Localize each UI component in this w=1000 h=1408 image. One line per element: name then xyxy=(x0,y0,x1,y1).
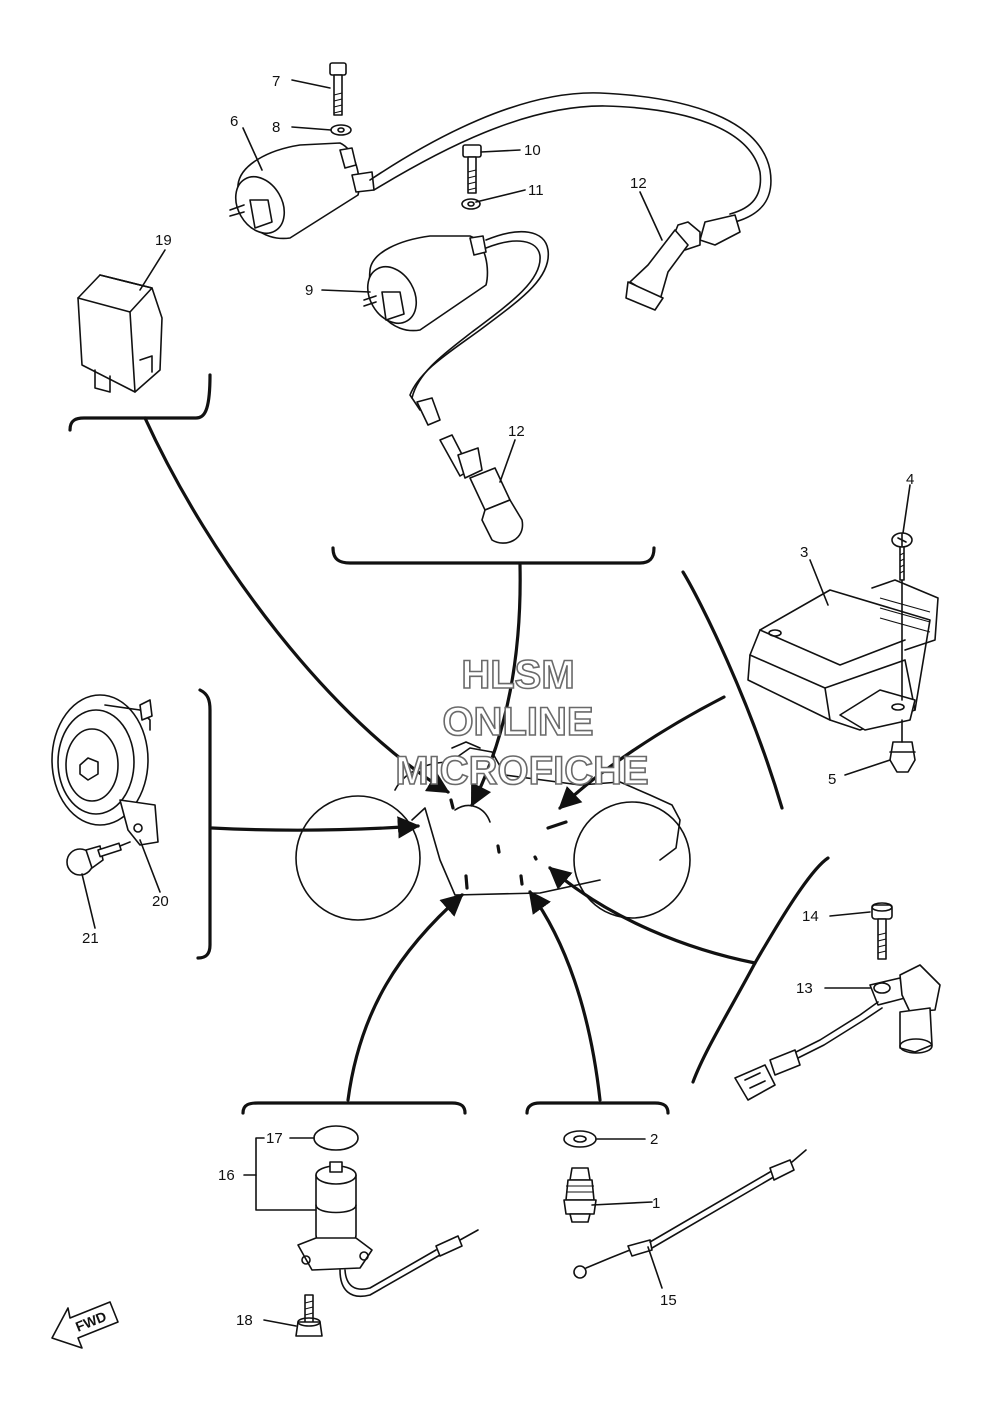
part-19-relay-unit[interactable] xyxy=(77,274,163,393)
part-2-gasket[interactable] xyxy=(563,1130,597,1148)
part-9-ignition-coil[interactable] xyxy=(358,230,550,426)
part-5-grommet[interactable] xyxy=(889,719,916,773)
callout-leaders xyxy=(81,79,911,1327)
callout-19: 19 xyxy=(155,232,172,249)
callout-18: 18 xyxy=(236,1312,253,1329)
part-21-bolt[interactable] xyxy=(66,841,131,876)
part-15-lead-wire[interactable] xyxy=(573,1149,807,1279)
callout-5: 5 xyxy=(828,771,836,788)
part-7-bolt[interactable] xyxy=(329,62,347,116)
callout-3: 3 xyxy=(800,544,808,561)
callout-10: 10 xyxy=(524,142,541,159)
callout-15: 15 xyxy=(660,1292,677,1309)
part-11-washer[interactable] xyxy=(461,198,481,210)
callout-11: 11 xyxy=(528,182,544,199)
callout-17: 17 xyxy=(266,1130,283,1147)
part-6-ignition-coil[interactable] xyxy=(226,92,772,242)
part-20-horn[interactable] xyxy=(51,694,159,846)
part-16-sensor-assy[interactable] xyxy=(297,1161,479,1297)
leader-lines xyxy=(143,416,757,1102)
part-18-bolt[interactable] xyxy=(295,1294,323,1337)
part-3-ecu[interactable] xyxy=(747,579,939,731)
callout-12b: 12 xyxy=(508,423,525,440)
callout-21: 21 xyxy=(82,930,99,947)
part-8-washer[interactable] xyxy=(330,124,352,136)
callout-13: 13 xyxy=(796,980,813,997)
callout-20: 20 xyxy=(152,893,169,910)
group-brackets xyxy=(68,373,830,1115)
callout-4: 4 xyxy=(906,471,914,488)
callout-numbers: 7 8 6 10 11 9 19 12 12 4 3 5 20 21 14 13… xyxy=(82,73,914,1329)
watermark-line-3: MICROFICHE xyxy=(395,749,648,793)
part-4-screw[interactable] xyxy=(891,532,913,701)
callout-7: 7 xyxy=(272,73,280,90)
callout-8: 8 xyxy=(272,119,280,136)
callout-12a: 12 xyxy=(630,175,647,192)
watermark: HLSM ONLINE MICROFICHE xyxy=(395,652,650,794)
callout-14: 14 xyxy=(802,908,819,925)
part-10-bolt[interactable] xyxy=(462,144,482,194)
callout-9: 9 xyxy=(305,282,313,299)
callout-16: 16 xyxy=(218,1167,235,1184)
fwd-arrow-icon: FWD xyxy=(51,1301,119,1349)
callout-1: 1 xyxy=(652,1195,660,1212)
part-14-bolt[interactable] xyxy=(871,902,893,960)
callout-6: 6 xyxy=(230,113,238,130)
watermark-line-1: HLSM xyxy=(461,653,574,697)
watermark-line-2: ONLINE xyxy=(442,700,593,744)
part-12-plug-cap-left[interactable] xyxy=(439,434,524,544)
part-13-sensor[interactable] xyxy=(734,964,941,1101)
part-17-o-ring[interactable] xyxy=(313,1125,359,1151)
callout-2: 2 xyxy=(650,1131,658,1148)
part-1-switch[interactable] xyxy=(563,1167,597,1223)
part-12-plug-cap-right[interactable] xyxy=(625,214,741,311)
